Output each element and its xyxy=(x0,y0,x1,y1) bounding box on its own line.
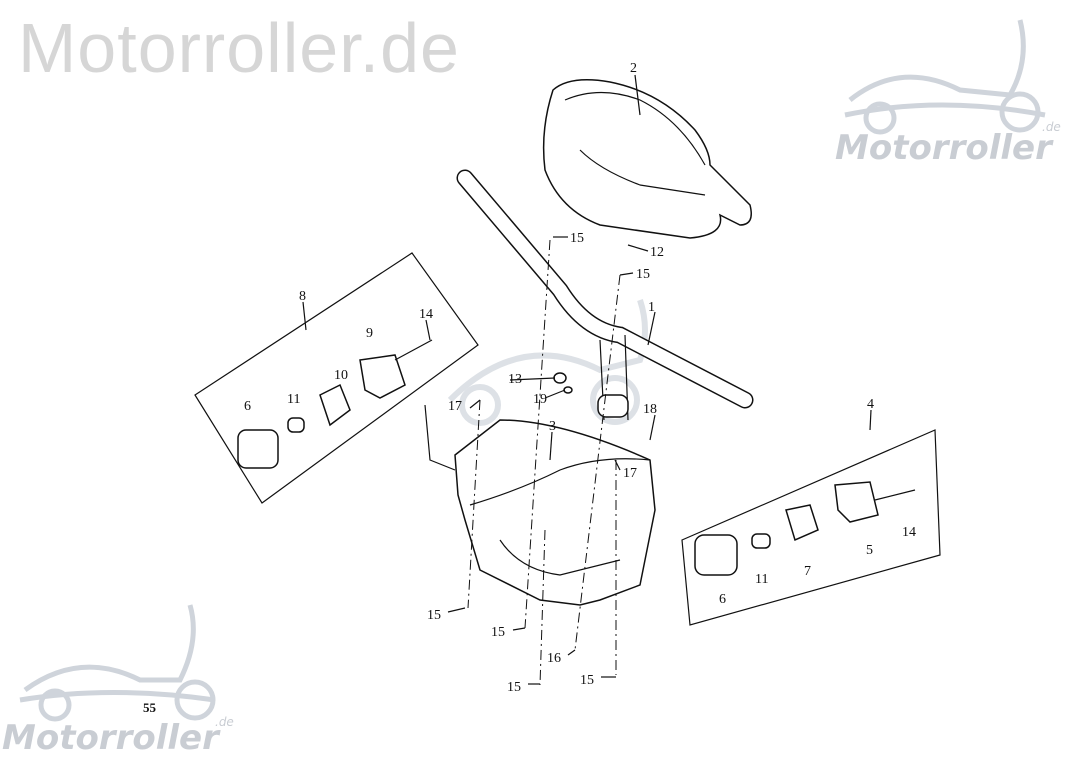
scooter-logo-bottom-left xyxy=(19,604,216,722)
page-number: 55 xyxy=(143,700,157,715)
callout-2: 2 xyxy=(630,61,637,76)
left-switch-cap xyxy=(237,429,279,469)
callout-15: 15 xyxy=(570,231,584,246)
watermark-logo-top-right: Motorroller xyxy=(835,128,1052,168)
watermark-logo-suffix: .de xyxy=(1042,120,1061,134)
right-switch-cap xyxy=(694,534,738,576)
callout-6: 6 xyxy=(244,399,251,414)
watermark-text: Motorroller.de xyxy=(18,9,460,87)
callout-14: 14 xyxy=(419,307,433,322)
callout-18: 18 xyxy=(643,402,657,417)
handlebar-cover xyxy=(542,79,752,239)
callout-3: 3 xyxy=(549,419,556,434)
callout-17: 17 xyxy=(623,466,637,481)
callout-14: 14 xyxy=(902,525,916,540)
scooter-logo-center xyxy=(447,299,648,426)
callout-13: 13 xyxy=(508,372,522,387)
callout-10: 10 xyxy=(334,368,348,383)
callout-11: 11 xyxy=(287,392,300,407)
callout-5: 5 xyxy=(866,543,873,558)
watermark-logo-suffix: .de xyxy=(215,715,234,729)
left-switch-assembly-frame xyxy=(194,252,479,504)
callout-15: 15 xyxy=(507,680,521,695)
callout-19: 19 xyxy=(533,392,547,407)
callout-11: 11 xyxy=(755,572,768,587)
callout-15: 15 xyxy=(636,267,650,282)
callout-8: 8 xyxy=(299,289,306,304)
callout-15: 15 xyxy=(427,608,441,623)
callout-15: 15 xyxy=(580,673,594,688)
right-switch-assembly-frame xyxy=(681,429,941,626)
lower-handlebar-cover xyxy=(454,419,656,606)
callout-1: 1 xyxy=(648,300,655,315)
callout-4: 4 xyxy=(867,397,874,412)
callout-15: 15 xyxy=(491,625,505,640)
callout-6: 6 xyxy=(719,592,726,607)
callout-12: 12 xyxy=(650,245,664,260)
callout-9: 9 xyxy=(366,326,373,341)
callout-17: 17 xyxy=(448,399,462,414)
callout-16: 16 xyxy=(547,651,561,666)
scooter-logo-top-right xyxy=(844,19,1046,135)
callout-7: 7 xyxy=(804,564,811,579)
watermark-logo-bottom-left: Motorroller xyxy=(2,718,219,758)
